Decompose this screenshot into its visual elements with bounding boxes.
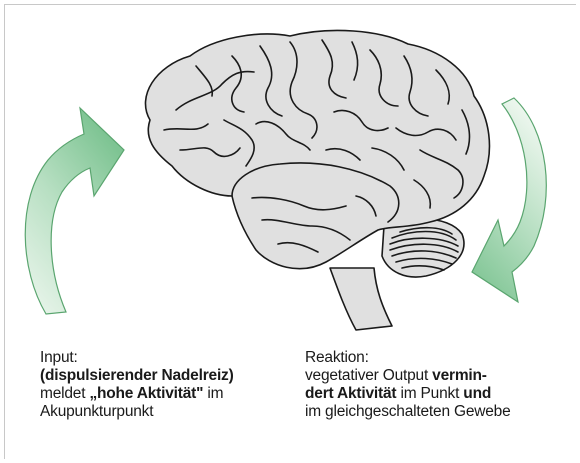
reaction-line2: vegetativer Output vermin- — [305, 367, 487, 384]
curved-up-right-arrow-icon — [24, 106, 125, 315]
needle-stimulus-label: (dispulsierender Nadelreiz) — [40, 367, 234, 384]
input-line3: meldet „hohe Aktivität" im — [40, 385, 224, 402]
brain-illustration-icon — [144, 29, 491, 331]
frame-border — [4, 4, 576, 459]
input-caption: Input: (dispulsierender Nadelreiz) melde… — [40, 349, 234, 421]
curved-down-left-arrow-icon — [471, 97, 547, 304]
reaction-heading: Reaktion: — [305, 349, 369, 366]
input-heading: Input: — [40, 349, 78, 366]
reaction-line3: dert Aktivität im Punkt und — [305, 385, 492, 402]
reaction-line4: im gleichgeschalteten Gewebe — [305, 403, 511, 420]
reaction-caption: Reaktion: vegetativer Output vermin- der… — [305, 349, 511, 421]
input-line4: Akupunkturpunkt — [40, 403, 154, 420]
